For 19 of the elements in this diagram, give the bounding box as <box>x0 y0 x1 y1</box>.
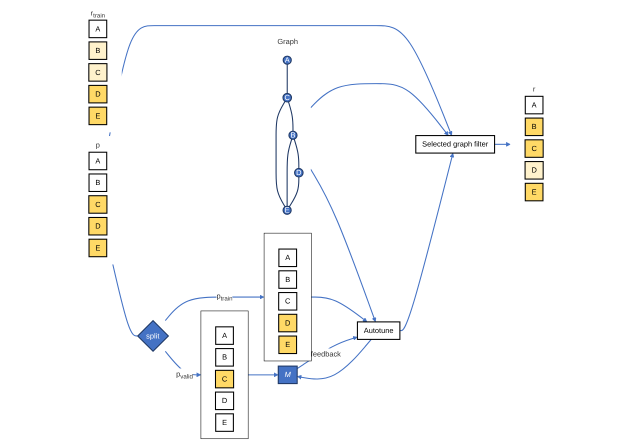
connector <box>286 138 292 206</box>
connector <box>276 101 286 208</box>
connector <box>286 64 288 94</box>
arrow <box>494 142 511 147</box>
connector <box>288 102 294 132</box>
arrow <box>164 294 264 321</box>
arrow <box>296 339 372 380</box>
arrow <box>310 83 449 136</box>
arrow <box>248 372 278 378</box>
arrow <box>400 152 454 332</box>
connector <box>112 264 138 336</box>
arrow <box>164 350 202 378</box>
cluster <box>200 310 248 440</box>
arrow <box>311 296 368 322</box>
arrow <box>296 336 358 370</box>
connector <box>288 177 300 208</box>
connector <box>294 138 300 168</box>
arrow <box>310 168 376 322</box>
cluster <box>264 232 312 362</box>
